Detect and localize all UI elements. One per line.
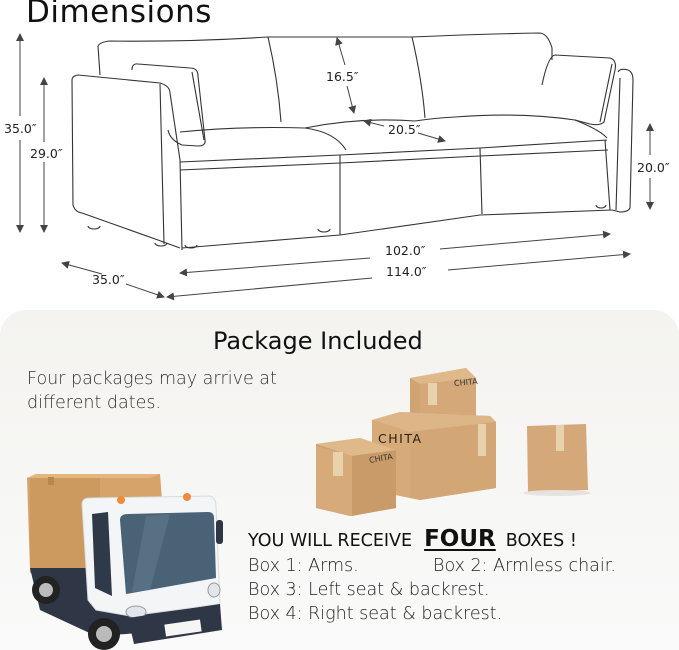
receive-prefix: YOU WILL RECEIVE [248, 531, 413, 551]
dim-total-height: 35.0″ [4, 121, 37, 136]
dimensions-title: Dimensions [26, 0, 212, 30]
dim-back-cushion-height: 16.5″ [326, 69, 359, 84]
package-note-line2: different dates. [27, 393, 162, 413]
receive-suffix: BOXES ! [505, 531, 577, 551]
box-brand-middle: CHITA [378, 431, 423, 446]
dim-inner-width: 102.0″ [385, 243, 426, 258]
receive-heading: YOU WILL RECEIVE FOUR BOXES ! [248, 526, 577, 552]
package-title: Package Included [213, 327, 423, 355]
box-item-4: Box 4: Right seat & backrest. [248, 604, 503, 624]
receive-count: FOUR [424, 526, 496, 552]
sofa-line-drawing [16, 32, 654, 301]
box-right [523, 424, 591, 496]
dim-seat-depth: 20.5″ [388, 122, 421, 137]
dim-arm-height: 29.0″ [30, 146, 63, 161]
dim-total-width: 114.0″ [386, 264, 427, 279]
package-note-line1: Four packages may arrive at [27, 369, 277, 389]
box-item-2: Box 2: Armless chair. [433, 556, 616, 576]
dim-seat-height: 20.0″ [637, 160, 670, 175]
box-item-3: Box 3: Left seat & backrest. [248, 580, 490, 600]
box-left [316, 438, 396, 516]
box-item-1: Box 1: Arms. [248, 556, 359, 576]
package-note: Four packages may arrive at different da… [27, 367, 277, 415]
dim-depth: 35.0″ [92, 272, 125, 287]
